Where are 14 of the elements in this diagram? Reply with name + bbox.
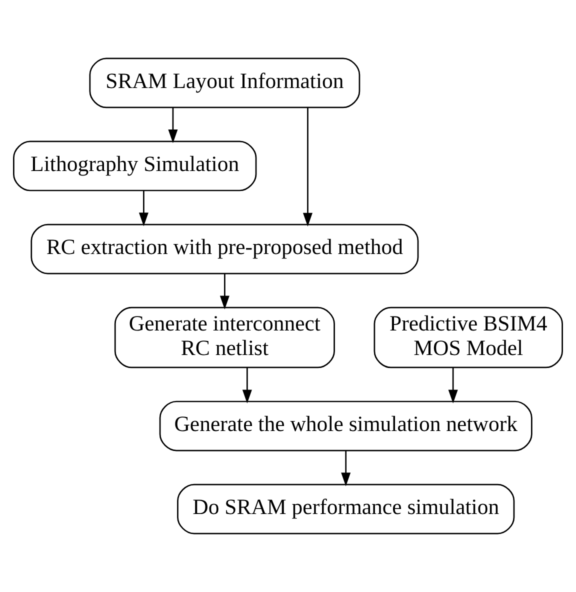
- node-box: Generate interconnect RC netlist: [114, 306, 335, 368]
- node-box: Generate the whole simulation network: [159, 400, 532, 452]
- arrow: [220, 274, 230, 310]
- arrow: [341, 450, 351, 486]
- node-box: Lithography Simulation: [13, 140, 257, 192]
- node-box: SRAM Layout Information: [89, 58, 360, 108]
- arrow: [168, 108, 178, 144]
- node-box: Do SRAM performance simulation: [177, 484, 515, 534]
- node-box: RC extraction with pre-proposed method: [30, 224, 419, 274]
- node-box: Predictive BSIM4 MOS Model: [374, 306, 563, 368]
- arrow: [138, 190, 148, 226]
- arrow: [302, 107, 312, 226]
- arrow: [242, 367, 252, 404]
- arrow: [448, 367, 458, 404]
